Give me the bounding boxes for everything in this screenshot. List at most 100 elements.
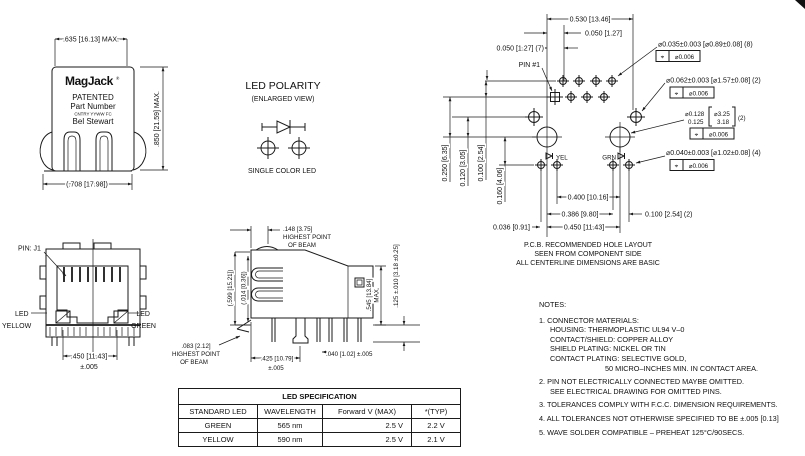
yel-diode-mark: [545, 152, 554, 160]
position-tolerance: ⌀0.006: [689, 163, 709, 170]
pcb-caption-2: SEEN FROM COMPONENT SIDE: [534, 251, 642, 258]
position-symbol: ⌖: [661, 54, 665, 61]
dim-0530-label: 0.530 [13.46]: [570, 17, 611, 24]
note-3: 3. TOLERANCES COMPLY WITH F.C.C. DIMENSI…: [539, 400, 778, 410]
dim-425-label: .425 [10.79]: [261, 356, 294, 363]
dim-545-label: .545 [13.84]: [366, 278, 373, 311]
notes-title: NOTES:: [539, 300, 567, 309]
note-2: 2. PIN NOT ELECTRICALLY CONNECTED MAYBE …: [539, 377, 745, 387]
notes-block: NOTES: 1. CONNECTOR MATERIALS: HOUSING: …: [539, 300, 805, 437]
dim-0160-label: 0.160 [4.06]: [497, 167, 504, 204]
dim-148-note-2: OF BEAM: [288, 242, 316, 249]
limit-top-mm: ⌀3.25: [714, 111, 730, 118]
position-tolerance: ⌀0.006: [689, 91, 709, 98]
led-polarity-drawing: LED POLARITY (ENLARGED VIEW) SINGLE COLO…: [245, 80, 320, 175]
col-header-typ: *(TYP): [411, 404, 461, 419]
part-number-label: Part Number: [70, 102, 116, 111]
brand-label: Bel Stewart: [73, 117, 115, 126]
dim-width-top-label: .635 [16.13] MAX.: [63, 37, 119, 44]
patented-label: PATENTED: [72, 93, 114, 102]
limit-qty: (2): [738, 115, 746, 122]
date-code-label: CNTRY YYWW FC: [74, 112, 111, 117]
side-view-drawing: .148 [3.75] HIGHEST POINT OF BEAM (.599 …: [172, 226, 420, 372]
diode-symbol: [261, 120, 306, 134]
dim-0250-label: 0.250 [6.35]: [442, 144, 449, 181]
position-tolerance: ⌀0.006: [675, 54, 695, 61]
led-green-label-1: LED: [136, 311, 150, 318]
position-symbol: ⌖: [695, 132, 699, 139]
dim-0450-jack-tol: ±.005: [80, 364, 98, 371]
col-header-wavelength: WAVELENGTH: [257, 404, 323, 419]
note-2-detail: SEE ELECTRICAL DRAWING FOR OMITTED PINS.: [550, 386, 722, 396]
led-polarity-subtitle: (ENLARGED VIEW): [251, 96, 314, 103]
dim-0036-label: 0.036 [0.91]: [493, 225, 530, 232]
led-hole-anode: [256, 136, 280, 160]
magjack-logo: MagJack: [65, 74, 114, 88]
table-row-yellow: YELLOW 590 nm 2.5 V 2.1 V: [178, 432, 461, 447]
mounting-hole-right: [605, 122, 635, 152]
callout-128-label: ⌀0.128 0.125 ⌀3.25 3.18 (2): [685, 106, 746, 127]
led-green-label-2: GREEN: [131, 323, 156, 330]
cell-led-color: GREEN: [178, 418, 258, 433]
limit-bottom-inch: 0.125: [688, 119, 704, 126]
note-1-shield-plating: SHIELD PLATING: NICKEL OR TIN: [550, 344, 666, 354]
pcb-hole-layout-drawing: 0.530 [13.46] 0.050 [1.27] 0.050 [1.27] …: [441, 14, 761, 267]
cell-wavelength: 590 nm: [257, 432, 323, 447]
dim-083-note-2: OF BEAM: [180, 359, 208, 366]
grn-diode-mark: [617, 152, 626, 160]
note-5: 5. WAVE SOLDER COMPATIBLE – PREHEAT 125°…: [539, 427, 745, 437]
jack-front-view-drawing: PIN: J1 LED YELLOW LED GREEN .450 [11.43…: [2, 239, 156, 371]
dim-width-bottom-label: (.708 [17.98]): [66, 182, 108, 189]
note-1-housing: HOUSING: THERMOPLASTIC UL94 V–0: [550, 325, 685, 335]
callout-040-label: ⌀0.040±0.003 [⌀1.02±0.08] (4): [666, 150, 761, 157]
pin1-label: PIN #1: [519, 62, 541, 69]
dim-125-label: .125 ±.010 [3.18 ±0.25]: [393, 244, 400, 308]
led-spec-table: LED SPECIFICATION STANDARD LED WAVELENGT…: [178, 388, 461, 447]
dim-040-label: .040 [1.02] ±.005: [326, 351, 373, 358]
registered-mark: ®: [116, 76, 120, 81]
dim-0100-2-label: 0.100 [2.54] (2): [645, 212, 692, 219]
cell-led-color: YELLOW: [178, 432, 258, 447]
note-1-plating-detail: 50 MICRO–INCHES MIN. IN CONTACT AREA.: [605, 363, 758, 373]
mounting-hole-left: [532, 126, 562, 148]
cell-typ-v: 2.2 V: [411, 418, 461, 433]
led-polarity-title: LED POLARITY: [245, 80, 320, 92]
dim-083-note-1: HIGHEST POINT: [172, 351, 220, 358]
dim-0386-label: 0.386 [9.80]: [562, 212, 599, 219]
callout-062-label: ⌀0.062±0.003 [⌀1.57±0.08] (2): [666, 78, 761, 85]
led-yellow-label-1: LED: [15, 311, 29, 318]
dim-425-tol-label: ±.005: [268, 365, 284, 372]
position-tolerance: ⌀0.006: [709, 132, 729, 139]
cell-wavelength: 565 nm: [257, 418, 323, 433]
page-corner-mark: [795, 0, 805, 9]
note-1: 1. CONNECTOR MATERIALS:: [539, 315, 639, 325]
fcf-035: ⌖ ⌀0.006: [655, 50, 701, 62]
dim-0400-label: 0.400 [10.16]: [568, 195, 609, 202]
limit-bottom-mm: 3.18: [717, 119, 730, 126]
col-header-forward-v: Forward V (MAX): [322, 404, 412, 419]
pcb-caption-3: ALL CENTERLINE DIMENSIONS ARE BASIC: [516, 260, 660, 267]
led-spec-table-title: LED SPECIFICATION: [178, 388, 461, 405]
dim-0050-label: 0.050 [1.27]: [585, 31, 622, 38]
dim-148-note-1: HIGHEST POINT: [283, 234, 331, 241]
dim-0450-label: 0.450 [11.43]: [564, 225, 604, 232]
cell-typ-v: 2.1 V: [411, 432, 461, 447]
position-symbol: ⌖: [675, 163, 679, 170]
single-color-led-label: SINGLE COLOR LED: [248, 168, 316, 175]
pin-j1-label: PIN: J1: [18, 246, 41, 253]
dim-0450-jack-label: .450 [11.43]: [71, 354, 108, 361]
pcb-caption-1: P.C.B. RECOMMENDED HOLE LAYOUT: [524, 242, 653, 249]
pin1-square-pad: [547, 89, 563, 105]
grn-label: GRN: [602, 155, 616, 162]
fcf-040: ⌖ ⌀0.006: [669, 159, 715, 171]
dim-599-label: (.599 [15.21]): [227, 270, 234, 307]
note-1-contact-plating: CONTACT PLATING: SELECTIVE GOLD,: [550, 353, 687, 363]
led-hole-cathode: [287, 136, 311, 160]
cell-forward-v: 2.5 V: [322, 432, 412, 447]
dim-0120-label: 0.120 [3.05]: [460, 149, 467, 186]
yel-label: YEL: [556, 155, 568, 162]
dim-height-right-label: .850 [21.59] MAX.: [154, 91, 161, 147]
fcf-062: ⌖ ⌀0.006: [669, 86, 715, 99]
